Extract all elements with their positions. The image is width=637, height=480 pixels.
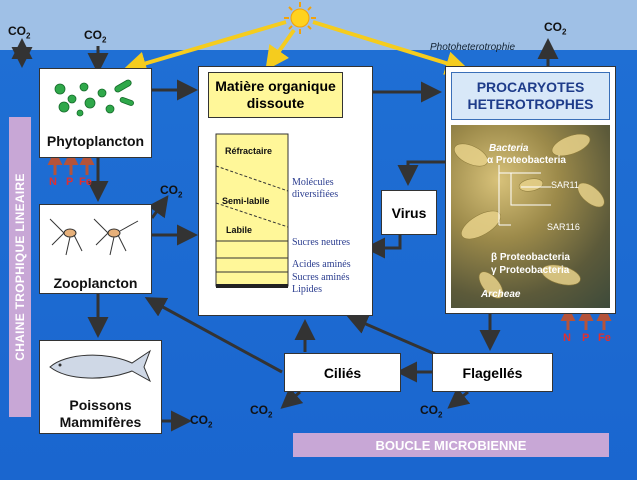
nutrient-fe: Fe <box>79 176 92 188</box>
phytoplancton-box: Phytoplancton <box>39 68 152 158</box>
fish-icon <box>49 349 152 383</box>
mod-column <box>215 133 289 288</box>
chaine-trophique-band: CHAINE TROPHIQUE LINEAIRE <box>9 117 31 417</box>
co2-label: CO2 <box>420 403 443 420</box>
flagelles-box: Flagellés <box>432 353 553 392</box>
co2-label: CO2 <box>84 28 107 45</box>
boucle-microbienne-band: BOUCLE MICROBIENNE <box>293 433 609 457</box>
co2-label: CO2 <box>8 24 31 41</box>
chaine-label: CHAINE TROPHIQUE LINEAIRE <box>13 173 28 361</box>
co2-label: CO2 <box>544 20 567 37</box>
lipides-label: Lipides <box>292 284 322 295</box>
photoheterotrophie-label: Photoheterotrophie <box>430 42 516 53</box>
nutrient-p: P <box>582 332 590 344</box>
labile-label: Labile <box>226 225 253 235</box>
beta-proteobacteria-label: β Proteobacteria <box>491 252 570 263</box>
zooplancton-box: Zooplancton <box>39 204 152 294</box>
semi-labile-label: Semi-labile <box>222 196 270 206</box>
gamma-proteobacteria-label: γ Proteobacteria <box>491 265 570 276</box>
acides-amines-label: Acides aminés <box>292 259 351 270</box>
zooplancton-label: Zooplancton <box>53 275 138 291</box>
co2-label: CO2 <box>190 413 213 430</box>
sar116-label: SAR116 <box>547 222 580 232</box>
phytoplancton-label: Phytoplancton <box>46 133 145 149</box>
sun-icon <box>284 2 316 34</box>
bacteria-photo: Bacteria α Proteobacteria SAR11 SAR116 β… <box>451 125 610 308</box>
virus-box: Virus <box>381 190 437 235</box>
sar11-label: SAR11 <box>551 180 579 190</box>
co2-label: CO2 <box>160 183 183 200</box>
nutrient-n: N <box>49 176 57 188</box>
sucres-amines-label: Sucres aminés <box>292 272 350 283</box>
alpha-proteobacteria-label: α Proteobacteria <box>487 155 566 166</box>
phytoplancton-icon <box>54 79 134 117</box>
refractaire-label: Réfractaire <box>225 146 273 156</box>
nutrient-p: P <box>66 176 74 188</box>
bacteria-label: Bacteria <box>489 143 529 154</box>
archeae-label: Archeae <box>481 289 521 300</box>
co2-label: CO2 <box>250 403 273 420</box>
nutrient-arrows <box>47 150 612 330</box>
nutrient-fe: Fe <box>598 332 611 344</box>
light-arrows <box>122 20 470 75</box>
nutrient-n: N <box>563 332 571 344</box>
sucres-neutres-label: Sucres neutres <box>292 237 351 248</box>
bacteria-texture <box>453 133 605 299</box>
zooplancton-icon <box>49 218 139 256</box>
cilies-box: Ciliés <box>284 353 401 392</box>
